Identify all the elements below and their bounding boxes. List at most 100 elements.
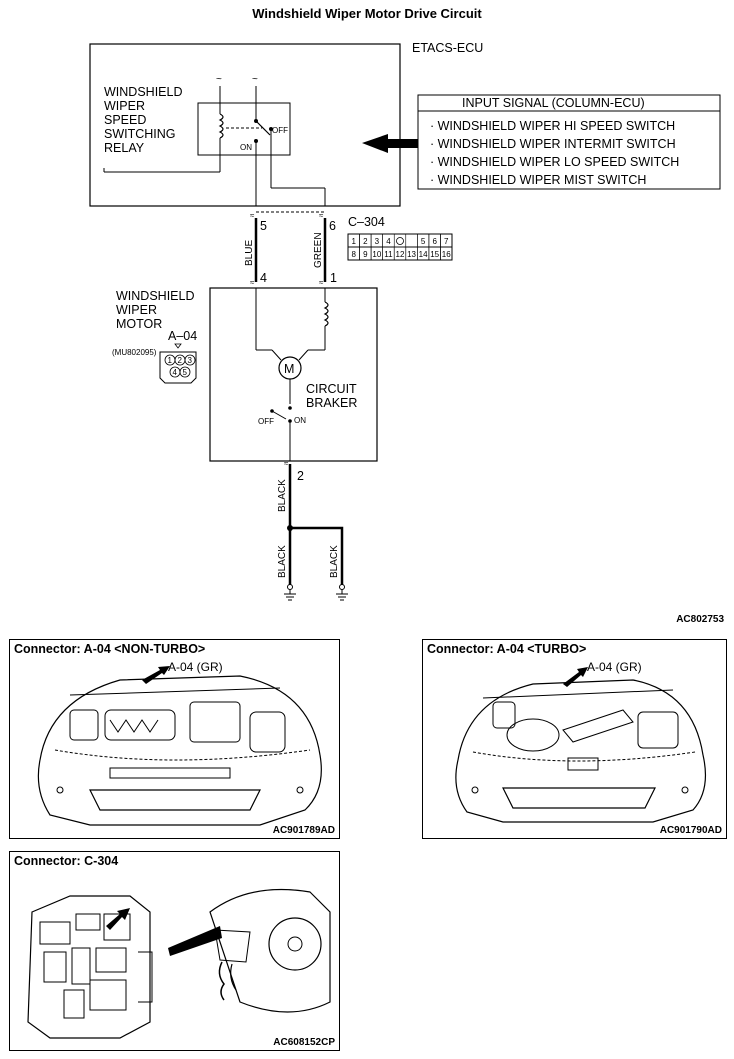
c304-label: C–304 [348, 215, 385, 229]
ecu-location-illustration [27, 888, 331, 1039]
panel-title-c304: Connector: C-304 [14, 854, 119, 868]
pin-5-label: 5 [260, 219, 267, 233]
wire-black-label-3: BLACK [329, 545, 340, 578]
c304-pin-number: 10 [372, 250, 381, 259]
motor-coil-icon [323, 301, 329, 327]
relay-label-3: SPEED [104, 113, 146, 127]
svg-text:≈: ≈ [319, 278, 324, 287]
engine-bay-illustration-non-turbo: A-04 (GR) [37, 660, 322, 826]
relay-box [197, 102, 291, 156]
c304-pin-number: 15 [430, 250, 439, 259]
wire-green-label: GREEN [313, 232, 324, 268]
wire-black-label-2: BLACK [277, 545, 288, 578]
svg-text:1: 1 [168, 356, 173, 365]
breaker-on-label: ON [294, 416, 306, 425]
relay-off-label: OFF [272, 126, 288, 135]
connector-panel-turbo: Connector: A-04 <TURBO> A-04 (GR) AC9017… [422, 639, 727, 839]
c304-pin-number: 13 [407, 250, 416, 259]
wire-black-3 [290, 526, 344, 585]
panel-code-c304: AC608152CP [273, 1037, 335, 1048]
c304-pin-number: 12 [396, 250, 405, 259]
relay-switch-arm [255, 120, 271, 136]
a04-connector-face: 1 2 3 4 5 [159, 343, 197, 384]
relay-on-label: ON [240, 143, 252, 152]
c304-pin-number: 6 [432, 237, 437, 246]
svg-text:≈: ≈ [284, 459, 289, 468]
c304-pin-number: 2 [363, 237, 368, 246]
c304-pin-cell [440, 246, 453, 261]
terminal-mark-1: ≈ [250, 211, 255, 220]
circuit-diagram: ETACS-ECU WINDSHIELD WIPER SPEED SWITCHI… [89, 41, 724, 625]
pin-2-label: 2 [297, 469, 304, 483]
callout-turbo: A-04 (GR) [587, 660, 642, 674]
svg-text:5: 5 [183, 368, 188, 377]
callout-non-turbo: A-04 (GR) [168, 660, 223, 674]
a04-part-number: (MU802095) [112, 348, 157, 357]
breaker-switch-arm [271, 410, 287, 420]
breaker-label-2: BRAKER [306, 396, 357, 410]
diagram-code: AC802753 [676, 614, 724, 625]
breaker-label-1: CIRCUIT [306, 382, 357, 396]
svg-text:4: 4 [173, 368, 178, 377]
wire-black-label-1: BLACK [277, 479, 288, 512]
pin-1-label: 1 [330, 271, 337, 285]
c304-pin-number: 5 [421, 237, 426, 246]
input-arrow-icon [362, 134, 418, 153]
ground-icon-1 [284, 584, 296, 601]
svg-text:2: 2 [178, 356, 183, 365]
ecu-label: ETACS-ECU [412, 41, 483, 55]
location-arrow-icon [106, 908, 130, 930]
relay-label-4: SWITCHING [104, 127, 176, 141]
c304-pin-number: 9 [363, 250, 368, 259]
breaker-off-label: OFF [258, 417, 274, 426]
wire-blue-label: BLUE [244, 240, 255, 266]
svg-text:3: 3 [188, 356, 193, 365]
ground-icon-2 [336, 584, 348, 601]
input-signal-item-4: · WINDSHIELD WIPER MIST SWITCH [430, 173, 646, 187]
terminal-mark-2: ≈ [319, 211, 324, 220]
c304-pin-number: 8 [352, 250, 357, 259]
connector-panel-non-turbo: Connector: A-04 <NON-TURBO> A-04 (GR) AC… [9, 639, 340, 839]
input-signal-item-3: · WINDSHIELD WIPER LO SPEED SWITCH [430, 155, 679, 169]
svg-text:≈: ≈ [250, 278, 255, 287]
pin-6-label: 6 [329, 219, 336, 233]
c304-pin-number: 14 [419, 250, 428, 259]
c304-pin-number: 7 [444, 237, 449, 246]
motor-label-3: MOTOR [116, 317, 162, 331]
a04-label: A–04 [168, 329, 197, 343]
pin-4-label: 4 [260, 271, 267, 285]
c304-pin-number: 4 [386, 237, 391, 246]
pointer-wedge [168, 926, 222, 956]
page-title: Windshield Wiper Motor Drive Circuit [252, 6, 482, 21]
relay-label-5: RELAY [104, 141, 145, 155]
ecu-box [89, 43, 401, 207]
supply-tilde-1: ~ [216, 74, 222, 85]
supply-tilde-2: ~ [252, 74, 258, 85]
c304-pin-number: 3 [375, 237, 380, 246]
motor-label-2: WIPER [116, 303, 157, 317]
callout-arrow-icon-turbo [563, 667, 588, 687]
engine-bay-illustration-turbo: A-04 (GR) [455, 660, 706, 823]
relay-label-1: WINDSHIELD [104, 85, 182, 99]
input-signal-item-2: · WINDSHIELD WIPER INTERMIT SWITCH [430, 137, 676, 151]
callout-arrow-icon [142, 666, 170, 684]
motor-box [209, 287, 378, 462]
input-signal-header: INPUT SIGNAL (COLUMN-ECU) [462, 96, 645, 110]
c304-pin-number: 1 [352, 237, 357, 246]
relay-label-2: WIPER [104, 99, 145, 113]
connector-panel-c304: Connector: C-304 AC608152CP [9, 851, 340, 1051]
c304-pin-cell [405, 233, 418, 248]
input-signal-item-1: · WINDSHIELD WIPER HI SPEED SWITCH [430, 119, 675, 133]
c304-key-icon [396, 237, 404, 245]
panel-code-non-turbo: AC901789AD [272, 825, 335, 836]
c304-pin-number: 11 [384, 250, 393, 259]
steering-wheel-icon [268, 917, 322, 971]
motor-label-1: WINDSHIELD [116, 289, 194, 303]
relay-coil-icon [218, 113, 224, 139]
motor-symbol: M [284, 362, 294, 376]
c304-pin-number: 16 [442, 250, 451, 259]
panel-code-turbo: AC901790AD [659, 825, 722, 836]
panel-title-turbo: Connector: A-04 <TURBO> [427, 642, 587, 656]
panel-title-non-turbo: Connector: A-04 <NON-TURBO> [14, 642, 206, 656]
